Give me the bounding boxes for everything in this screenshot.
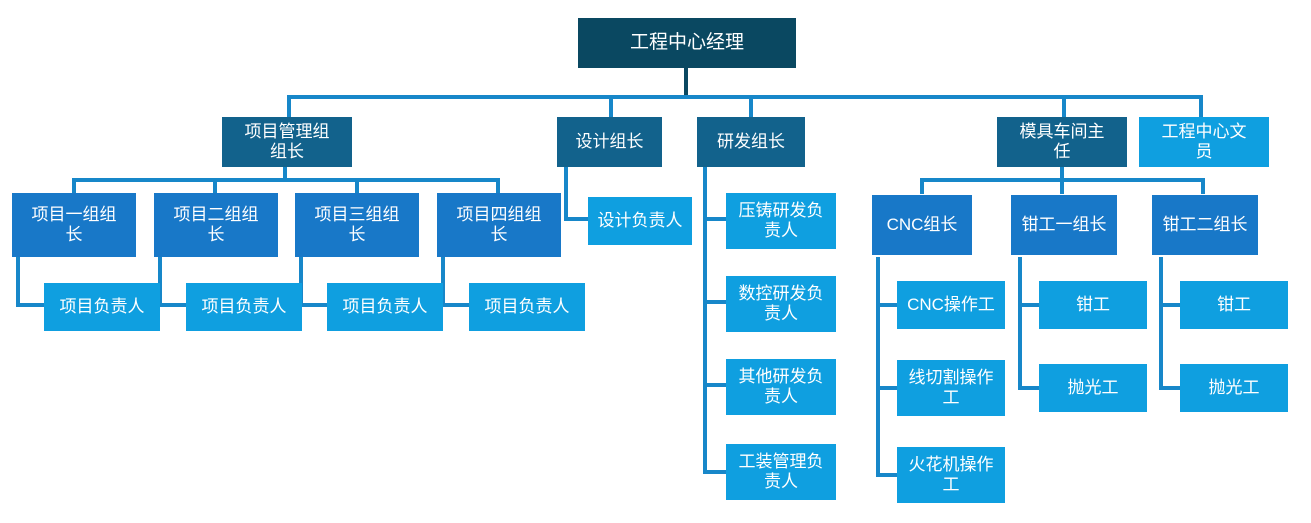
connector-drop-workshop [1062,95,1066,117]
elbow-v-project-4 [441,257,445,306]
elbow-h-fitter1-1 [1018,303,1040,307]
node-polisher-2[interactable]: 抛光工 [1180,364,1288,412]
connector-drop-fitter2 [1201,178,1205,194]
node-project-owner-2[interactable]: 项目负责人 [186,283,302,331]
connector-project-stem [283,167,287,181]
connector-drop-rd [749,95,753,117]
elbow-h-rd-4 [703,470,727,474]
elbow-v-project-1 [16,257,20,306]
elbow-h-fitter1-2 [1018,386,1040,390]
elbow-h-project-1 [16,303,45,307]
elbow-v-design [564,167,568,220]
connector-drop-project-4 [496,178,500,193]
node-fitter-group-1-leader[interactable]: 钳工一组长 [1011,195,1117,255]
node-edm-operator[interactable]: 火花机操作 工 [897,447,1005,503]
connector-drop-cnc [920,178,924,194]
node-project-group-4-leader[interactable]: 项目四组组 长 [437,193,561,257]
node-design-owner[interactable]: 设计负责人 [588,197,692,245]
connector-drop-project-mgmt [287,95,291,117]
connector-drop-project-2 [213,178,217,193]
node-engineering-center-manager[interactable]: 工程中心经理 [578,18,796,68]
elbow-h-design [564,217,589,221]
node-project-group-1-leader[interactable]: 项目一组组 长 [12,193,136,257]
node-engineering-center-clerk[interactable]: 工程中心文 员 [1139,117,1269,167]
elbow-v-fitter2-spine [1159,257,1163,390]
connector-project-bus [72,178,500,182]
connector-root-stem [684,68,688,97]
node-cnc-group-leader[interactable]: CNC组长 [872,195,972,255]
node-tooling-management-owner[interactable]: 工装管理负 责人 [726,444,836,500]
node-mold-workshop-director[interactable]: 模具车间主 任 [997,117,1127,167]
connector-drop-project-3 [355,178,359,193]
elbow-h-rd-3 [703,383,727,387]
node-project-owner-1[interactable]: 项目负责人 [44,283,160,331]
elbow-h-fitter2-2 [1159,386,1181,390]
elbow-h-cnc-1 [876,303,898,307]
elbow-h-cnc-3 [876,473,898,477]
elbow-h-project-3 [299,303,328,307]
node-cnc-operator[interactable]: CNC操作工 [897,281,1005,329]
elbow-h-rd-1 [703,217,727,221]
node-fitter-1[interactable]: 钳工 [1039,281,1147,329]
elbow-v-cnc-spine [876,257,880,477]
elbow-h-cnc-2 [876,386,898,390]
elbow-v-project-3 [299,257,303,306]
elbow-h-project-4 [441,303,470,307]
node-rd-other-owner[interactable]: 其他研发负 责人 [726,359,836,415]
elbow-v-project-2 [158,257,162,306]
connector-level2-bus [287,95,1203,99]
node-project-management-leader[interactable]: 项目管理组 组长 [222,117,352,167]
node-wire-cut-operator[interactable]: 线切割操作 工 [897,360,1005,416]
connector-drop-fitter1 [1060,178,1064,194]
node-rd-diecasting-owner[interactable]: 压铸研发负 责人 [726,193,836,249]
connector-drop-project-1 [72,178,76,193]
node-polisher-1[interactable]: 抛光工 [1039,364,1147,412]
elbow-h-rd-2 [703,300,727,304]
elbow-h-fitter2-1 [1159,303,1181,307]
node-project-owner-3[interactable]: 项目负责人 [327,283,443,331]
connector-workshop-stem [1060,167,1064,182]
node-rd-cnc-owner[interactable]: 数控研发负 责人 [726,276,836,332]
node-project-owner-4[interactable]: 项目负责人 [469,283,585,331]
node-project-group-3-leader[interactable]: 项目三组组 长 [295,193,419,257]
node-fitter-group-2-leader[interactable]: 钳工二组长 [1152,195,1258,255]
node-rd-leader[interactable]: 研发组长 [697,117,805,167]
elbow-h-project-2 [158,303,187,307]
elbow-v-fitter1-spine [1018,257,1022,390]
node-project-group-2-leader[interactable]: 项目二组组 长 [154,193,278,257]
connector-drop-clerk [1199,95,1203,117]
node-fitter-2[interactable]: 钳工 [1180,281,1288,329]
connector-drop-design [609,95,613,117]
elbow-v-rd-spine [703,167,707,474]
node-design-leader[interactable]: 设计组长 [557,117,662,167]
